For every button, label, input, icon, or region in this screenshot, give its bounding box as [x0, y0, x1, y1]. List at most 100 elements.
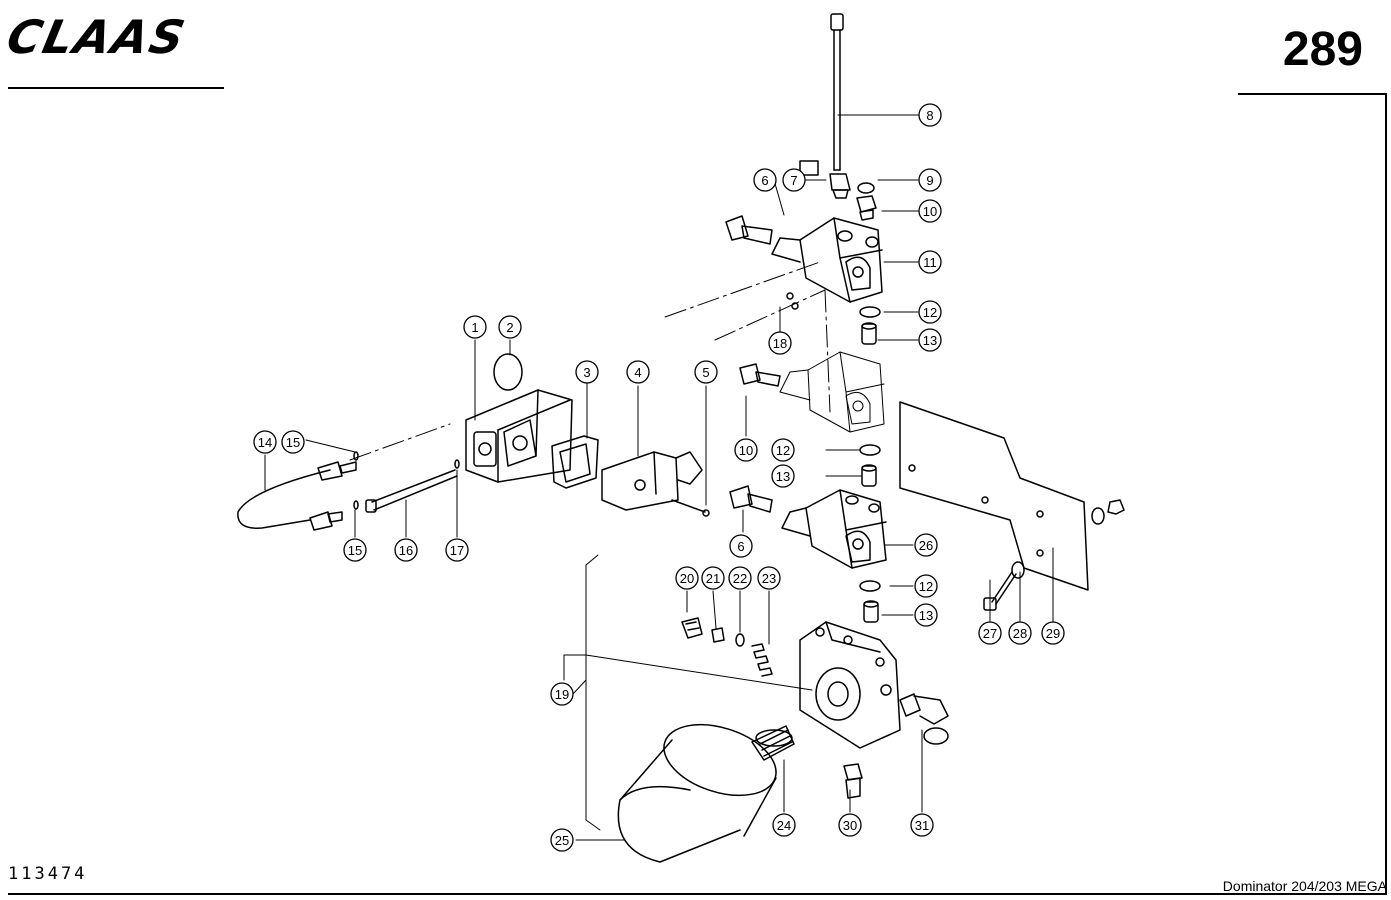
callout-label: 17 — [450, 543, 464, 558]
callout-16: 16 — [394, 538, 418, 562]
callout-12: 12 — [918, 300, 942, 324]
callout-29: 29 — [1041, 621, 1065, 645]
header-rule-right — [1238, 93, 1386, 95]
callout-6: 6 — [753, 168, 777, 192]
callout-9: 9 — [918, 168, 942, 192]
part-15-washer-lower — [353, 500, 359, 510]
callout-circle — [782, 168, 806, 192]
callout-5: 5 — [694, 360, 718, 384]
callout-label: 9 — [926, 173, 933, 188]
part-13-sleeve-lower — [863, 600, 879, 623]
callout-circle — [281, 430, 305, 454]
callout-circle — [918, 300, 942, 324]
model-name: Dominator 204/203 MEGA — [1222, 878, 1387, 894]
part-31-clamp-fitting — [899, 693, 949, 745]
part-16-rod — [365, 469, 458, 513]
part-28-washer — [1011, 561, 1025, 579]
callout-circle — [918, 328, 942, 352]
callout-circle — [772, 813, 796, 837]
part-25-filter-cartridge — [617, 723, 777, 863]
part-23-spring — [751, 643, 773, 677]
part-6-fitting-upper — [725, 215, 773, 245]
callout-21: 21 — [701, 566, 725, 590]
page-number: 289 — [1282, 23, 1363, 76]
part-4-connector — [601, 451, 703, 511]
part-26-valve-block — [781, 489, 887, 569]
callout-circle — [626, 360, 650, 384]
callout-label: 7 — [790, 173, 797, 188]
callout-31: 31 — [910, 813, 934, 837]
callout-circle — [498, 315, 522, 339]
callout-circle — [771, 464, 795, 488]
callout-1: 1 — [463, 315, 487, 339]
callout-12: 12 — [771, 438, 795, 462]
part-9-washer — [857, 182, 875, 194]
part-12-oring-mid — [859, 444, 881, 456]
callout-label: 20 — [680, 571, 694, 586]
callout-label: 2 — [506, 320, 513, 335]
callout-17: 17 — [445, 538, 469, 562]
callout-circle — [918, 168, 942, 192]
callout-19: 19 — [550, 682, 574, 706]
callout-label: 26 — [919, 538, 933, 553]
callout-10: 10 — [918, 199, 942, 223]
filter-head — [799, 621, 901, 749]
callout-label: 13 — [923, 333, 937, 348]
callout-circle — [394, 538, 418, 562]
callout-13: 13 — [918, 328, 942, 352]
callout-7: 7 — [782, 168, 806, 192]
callout-label: 11 — [923, 255, 937, 270]
callout-circle — [550, 828, 574, 852]
callout-label: 18 — [773, 336, 787, 351]
callout-label: 19 — [555, 687, 569, 702]
callout-label: 12 — [919, 579, 933, 594]
callout-circle — [343, 538, 367, 562]
callout-circle — [463, 315, 487, 339]
callout-circle — [757, 566, 781, 590]
part-12-oring-lower — [859, 580, 881, 592]
callout-circle — [445, 538, 469, 562]
part-27-bolt — [983, 571, 1017, 611]
part-17-washer — [454, 459, 460, 469]
part-12-oring-upper — [859, 306, 881, 318]
callout-8: 8 — [918, 103, 942, 127]
callout-circle — [918, 199, 942, 223]
part-11-valve-block — [771, 217, 883, 303]
callout-2: 2 — [498, 315, 522, 339]
callout-label: 12 — [923, 305, 937, 320]
callout-30: 30 — [838, 813, 862, 837]
callout-label: 31 — [915, 818, 929, 833]
callout-3: 3 — [575, 360, 599, 384]
part-14-line — [237, 461, 357, 531]
part-30-sensor — [843, 763, 863, 799]
callout-label: 10 — [739, 443, 753, 458]
callout-circle — [918, 103, 942, 127]
callout-circle — [771, 438, 795, 462]
callout-label: 10 — [923, 204, 937, 219]
part-18-pins — [786, 292, 799, 310]
callout-27: 27 — [978, 621, 1002, 645]
callout-label: 27 — [983, 626, 997, 641]
callout-25: 25 — [550, 828, 574, 852]
callout-circle — [550, 682, 574, 706]
callout-circle — [575, 360, 599, 384]
callout-circle — [768, 331, 792, 355]
callout-22: 22 — [728, 566, 752, 590]
callout-circle — [838, 813, 862, 837]
part-10-fitting-mid — [739, 363, 781, 387]
callout-14: 14 — [253, 430, 277, 454]
callout-11: 11 — [918, 250, 942, 274]
callout-label: 22 — [733, 571, 747, 586]
callout-circle — [734, 438, 758, 462]
callout-4: 4 — [626, 360, 650, 384]
part-10-fitting-upper — [856, 195, 877, 221]
callout-label: 8 — [926, 108, 933, 123]
part-1-solenoid-valve — [465, 389, 573, 483]
part-7-plug — [799, 160, 851, 199]
callout-circle — [918, 250, 942, 274]
callout-label: 1 — [471, 320, 478, 335]
part-5-screw — [671, 499, 710, 517]
callout-circle — [729, 534, 753, 558]
callout-label: 12 — [776, 443, 790, 458]
diagram-number: 113474 — [8, 864, 88, 884]
